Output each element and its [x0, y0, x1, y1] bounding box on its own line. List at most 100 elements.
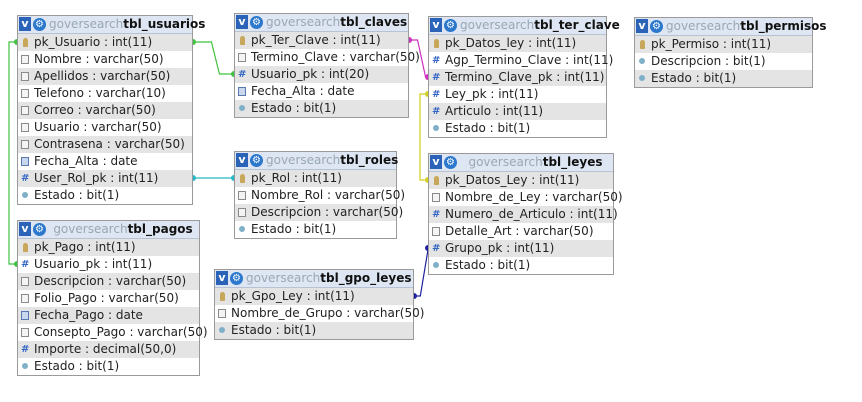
field-row[interactable]: Estado : bit(1) — [429, 120, 606, 137]
collapse-toggle-icon[interactable]: v — [636, 19, 648, 33]
field-row[interactable]: #Grupo_pk : int(11) — [429, 240, 613, 257]
table-header[interactable]: v⚙goversearchtbl_pagos — [18, 221, 199, 239]
field-row[interactable]: Termino_Clave : varchar(50) — [235, 49, 420, 66]
field-row[interactable]: Nombre_Rol : varchar(50) — [235, 187, 405, 204]
collapse-toggle-icon[interactable]: v — [216, 271, 228, 285]
hash-icon: # — [21, 173, 30, 184]
table-header[interactable]: v⚙goversearchtbl_usuarios — [18, 16, 205, 34]
field-row[interactable]: Consepto_Pago : varchar(50) — [18, 324, 208, 341]
field-row[interactable]: pk_Permiso : int(11) — [635, 36, 812, 53]
field-row[interactable]: pk_Pago : int(11) — [18, 239, 199, 256]
field-row[interactable]: Apellidos : varchar(50) — [18, 68, 192, 85]
field-row[interactable]: Usuario : varchar(50) — [18, 119, 192, 136]
field-row[interactable]: #Ley_pk : int(11) — [429, 86, 606, 103]
table-name: tbl_leyes — [542, 155, 603, 169]
field-row[interactable]: pk_Datos_Ley : int(11) — [429, 172, 613, 189]
field-row[interactable]: Descripcion : varchar(50) — [235, 204, 403, 221]
collapse-toggle-icon[interactable]: v — [236, 15, 248, 29]
field-row[interactable]: pk_Usuario : int(11) — [18, 34, 192, 51]
field-row[interactable]: pk_Rol : int(11) — [235, 170, 396, 187]
field-label: Usuario : varchar(50) — [34, 120, 162, 134]
text-field-icon — [21, 55, 29, 64]
field-label: Estado : bit(1) — [445, 258, 531, 272]
field-row[interactable]: #Usuario_pk : int(20) — [235, 66, 408, 83]
gear-icon[interactable]: ⚙ — [250, 154, 263, 167]
field-row[interactable]: Correo : varchar(50) — [18, 102, 192, 119]
database-name: goversearch — [468, 155, 543, 169]
field-row[interactable]: Estado : bit(1) — [18, 187, 192, 204]
table-header[interactable]: v⚙goversearchtbl_claves — [235, 14, 408, 32]
field-row[interactable]: #Articulo : int(11) — [429, 103, 606, 120]
field-label: Termino_Clave_pk : int(11) — [445, 70, 605, 84]
field-row[interactable]: Fecha_Alta : date — [18, 153, 192, 170]
field-row[interactable]: Fecha_Alta : date — [235, 83, 408, 100]
table-name: tbl_pagos — [127, 222, 193, 236]
text-field-icon — [238, 53, 246, 62]
gear-icon[interactable]: ⚙ — [650, 20, 663, 33]
field-row[interactable]: Estado : bit(1) — [429, 257, 613, 274]
collapse-toggle-icon[interactable]: v — [236, 153, 248, 167]
field-row[interactable]: Estado : bit(1) — [18, 358, 199, 375]
gear-icon[interactable]: ⚙ — [250, 16, 263, 29]
field-row[interactable]: #Agp_Termino_Clave : int(11) — [429, 52, 613, 69]
field-row[interactable]: Telefono : varchar(10) — [18, 85, 192, 102]
field-row[interactable]: #Usuario_pk : int(11) — [18, 256, 199, 273]
field-row[interactable]: Descripcion : varchar(50) — [18, 273, 199, 290]
gear-icon[interactable]: ⚙ — [444, 19, 457, 32]
hash-icon: # — [432, 209, 441, 220]
gear-icon[interactable]: ⚙ — [33, 223, 46, 236]
field-row[interactable]: #Importe : decimal(50,0) — [18, 341, 199, 358]
field-row[interactable]: Fecha_Pago : date — [18, 307, 199, 324]
field-label: Estado : bit(1) — [231, 323, 317, 337]
field-label: Fecha_Pago : date — [34, 308, 143, 322]
field-label: pk_Rol : int(11) — [251, 171, 342, 185]
field-row[interactable]: Detalle_Art : varchar(50) — [429, 223, 613, 240]
collapse-toggle-icon[interactable]: v — [430, 18, 442, 32]
gear-icon[interactable]: ⚙ — [33, 18, 46, 31]
field-row[interactable]: Nombre : varchar(50) — [18, 51, 192, 68]
field-row[interactable]: #User_Rol_pk : int(11) — [18, 170, 192, 187]
field-label: Fecha_Alta : date — [34, 154, 138, 168]
table-header[interactable]: v⚙goversearchtbl_permisos — [635, 18, 826, 36]
field-row[interactable]: Nombre_de_Ley : varchar(50) — [429, 189, 623, 206]
table-header[interactable]: v⚙goversearchtbl_gpo_leyes — [215, 270, 413, 288]
field-row[interactable]: Nombre_de_Grupo : varchar(50) — [215, 305, 424, 322]
field-row[interactable]: Estado : bit(1) — [235, 100, 408, 117]
table-title: goversearchtbl_leyes — [460, 154, 611, 171]
collapse-toggle-icon[interactable]: v — [19, 222, 31, 236]
field-row[interactable]: Contrasena : varchar(50) — [18, 136, 192, 153]
date-icon — [238, 87, 246, 96]
bit-icon — [639, 58, 645, 64]
field-row[interactable]: Estado : bit(1) — [635, 70, 812, 87]
field-row[interactable]: #Termino_Clave_pk : int(11) — [429, 69, 606, 86]
field-label: pk_Permiso : int(11) — [651, 37, 772, 51]
collapse-toggle-icon[interactable]: v — [430, 155, 442, 169]
field-row[interactable]: Folio_Pago : varchar(50) — [18, 290, 199, 307]
hash-icon: # — [21, 259, 30, 270]
field-row[interactable]: pk_Gpo_Ley : int(11) — [215, 288, 413, 305]
field-row[interactable]: Descripcion : bit(1) — [635, 53, 812, 70]
table-header[interactable]: v⚙goversearchtbl_roles — [235, 152, 398, 170]
field-row[interactable]: pk_Datos_ley : int(11) — [429, 35, 606, 52]
field-row[interactable]: Estado : bit(1) — [215, 322, 413, 339]
field-list: pk_Datos_ley : int(11)#Agp_Termino_Clave… — [429, 35, 613, 137]
gear-icon[interactable]: ⚙ — [230, 272, 243, 285]
field-row[interactable]: #Numero_de_Articulo : int(11) — [429, 206, 618, 223]
collapse-toggle-icon[interactable]: v — [19, 17, 31, 31]
text-field-icon — [238, 191, 246, 200]
table-title: goversearchtbl_claves — [266, 14, 407, 31]
gear-icon[interactable]: ⚙ — [444, 156, 457, 169]
table-header[interactable]: v⚙goversearchtbl_ter_clave — [429, 17, 620, 35]
field-row[interactable]: Estado : bit(1) — [235, 221, 396, 238]
field-row[interactable]: pk_Ter_Clave : int(11) — [235, 32, 408, 49]
table-header[interactable]: v⚙goversearchtbl_leyes — [429, 154, 613, 172]
hash-icon: # — [21, 344, 30, 355]
